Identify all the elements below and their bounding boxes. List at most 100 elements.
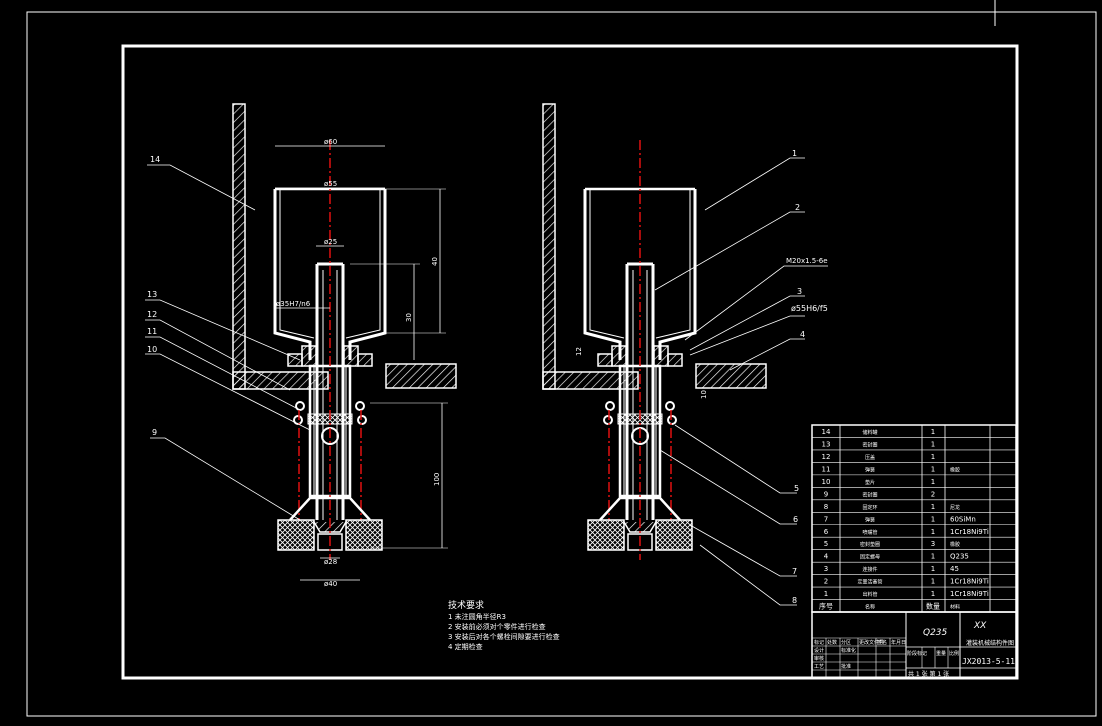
tb-label-scale: 比例 (949, 650, 959, 657)
bom-no: 6 (824, 528, 829, 536)
callout-9: 9 (152, 428, 157, 437)
callout-7: 7 (792, 567, 797, 576)
tech-title: 技术要求 (448, 599, 484, 611)
bom-name: 弹簧 (865, 516, 875, 523)
bom-header-bom-no: 序号 (819, 602, 833, 611)
callout-8: 8 (792, 596, 797, 605)
bom-qty: 1 (931, 528, 935, 536)
bom-name: 密封垫圈 (860, 541, 880, 548)
bom-no: 13 (822, 440, 831, 448)
bom-header-bom-material: 材料 (950, 604, 960, 611)
callout-4: 4 (800, 330, 805, 339)
tb-label-stage: 阶段标记 (907, 650, 927, 657)
callout-1: 1 (792, 149, 797, 158)
tb-label-standard: 标准化 (841, 647, 856, 654)
bom-material: 1Cr18Ni9Ti (950, 528, 989, 536)
title-block (811, 611, 1017, 679)
bom-material: 60SiMn (950, 515, 976, 523)
bom-header-bom-name: 名称 (865, 604, 875, 611)
tb-label-weight: 重量 (936, 650, 946, 657)
callout-2: 2 (795, 203, 800, 212)
bom-qty: 1 (931, 440, 935, 448)
callout-6: 6 (793, 515, 798, 524)
leaders-right (654, 157, 828, 606)
tb-label-count: 处数 (827, 639, 837, 646)
tb-label-approve: 批准 (841, 663, 851, 670)
tb-company: XX (973, 621, 987, 631)
callout-14: 14 (150, 155, 160, 164)
bom-header-bom-qty: 数量 (926, 602, 940, 611)
tb-label-review: 审核 (814, 655, 824, 662)
bom-qty: 1 (931, 428, 935, 436)
bom-qty: 1 (931, 478, 935, 486)
tb-label-change: 更改文件号 (859, 639, 884, 646)
bom-no: 3 (824, 565, 828, 573)
bom-no: 10 (822, 478, 831, 486)
left-dimensions (275, 145, 448, 581)
bom-material: 橡胶 (950, 541, 960, 548)
bom-name: 固定环 (862, 504, 877, 511)
tb-sheet: 共 1 张 第 1 张 (908, 670, 949, 678)
dim-h40: 40 (431, 257, 439, 266)
bom-qty: 1 (931, 590, 935, 598)
bom-qty: 2 (931, 490, 935, 498)
bom-name: 定量活塞管 (857, 579, 882, 586)
sheet-border (26, 11, 1097, 717)
dim-d28: ø28 (324, 558, 337, 566)
bom-name: 垫片 (865, 479, 875, 486)
bom-material: Q235 (950, 553, 969, 561)
callout-3: 3 (797, 287, 802, 296)
tech-line-1: 1 未注圆角半径R3 (448, 612, 506, 621)
bom-name: 压盖 (865, 454, 875, 461)
bom-qty: 1 (931, 503, 935, 511)
tb-label-zone: 分区 (841, 639, 851, 646)
bom-no: 9 (824, 490, 828, 498)
tech-line-4: 4 定期检查 (448, 642, 483, 651)
tb-drawing-name: 灌装机械结构件图 (966, 639, 1014, 647)
bom-no: 12 (822, 453, 831, 461)
bom-no: 8 (824, 503, 828, 511)
tb-drawing-no: JX2013-5-11 (962, 657, 1015, 666)
bom-name: 储料罐 (862, 429, 877, 436)
leaders-left (145, 164, 311, 521)
callout-10: 10 (147, 345, 157, 354)
dim-fit-right: ø55H6/f5 (791, 304, 828, 313)
tb-material: Q235 (923, 628, 948, 638)
callout-5: 5 (794, 484, 799, 493)
callout-12: 12 (147, 310, 157, 319)
callout-13: 13 (147, 290, 157, 299)
tb-label-process: 工艺 (814, 664, 824, 670)
bom-qty: 1 (931, 515, 935, 523)
dim-fit-left: ø35H7/n6 (276, 300, 311, 308)
dim-d40: ø40 (324, 580, 337, 588)
bom-material: 尼龙 (950, 504, 960, 511)
bom-material: 45 (950, 565, 959, 573)
bom-no: 2 (824, 578, 828, 586)
dim-h12: 12 (575, 347, 583, 356)
dim-d25: ø25 (324, 238, 337, 246)
bom-material: 1Cr18Ni9Ti (950, 590, 989, 598)
bom-qty: 3 (931, 540, 935, 548)
bom-material: 橡胶 (950, 466, 960, 473)
callout-11: 11 (147, 327, 157, 336)
tech-line-2: 2 安装前必须对个零件进行检查 (448, 622, 546, 631)
bom-qty: 1 (931, 465, 935, 473)
dim-h30: 30 (405, 313, 413, 322)
bom-qty: 1 (931, 578, 935, 586)
dim-h100: 100 (433, 473, 441, 486)
tb-label-sign: 签名 (877, 639, 887, 646)
bom-name: 密封圈 (862, 491, 877, 498)
bom-no: 14 (822, 428, 831, 436)
dim-d55: ø55 (324, 180, 337, 188)
right-section-view (541, 102, 768, 562)
bom-name: 连接件 (862, 566, 877, 573)
bom-no: 7 (824, 515, 828, 523)
bom-qty: 1 (931, 453, 935, 461)
bom-name: 出料管 (862, 591, 877, 598)
drawing-frame (121, 44, 1019, 680)
bom-name: 密封圈 (862, 441, 877, 448)
bom-qty: 1 (931, 565, 935, 573)
bom-no: 11 (822, 465, 831, 473)
